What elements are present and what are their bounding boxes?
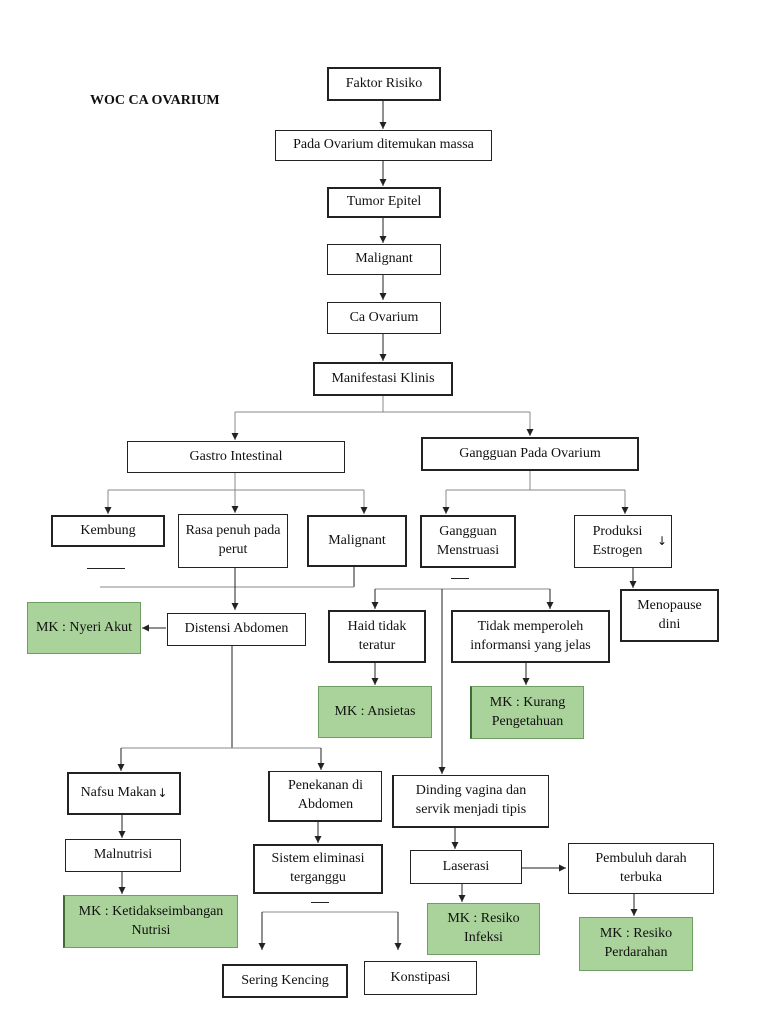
- separator-line: [451, 578, 469, 579]
- node-gastro-intestinal: Gastro Intestinal: [127, 441, 345, 473]
- node-nafsu-makan: Nafsu Makan↓: [67, 772, 181, 815]
- node-manifestasi-klinis: Manifestasi Klinis: [313, 362, 453, 396]
- node-pembuluh-darah: Pembuluh darah terbuka: [568, 843, 714, 894]
- mk-kurang-pengetahuan: MK : Kurang Pengetahuan: [470, 686, 584, 739]
- node-penekanan-abdomen: Penekanan di Abdomen: [268, 771, 382, 822]
- node-konstipasi: Konstipasi: [364, 961, 477, 995]
- decrease-arrow-icon: ↓: [656, 534, 667, 549]
- node-malnutrisi: Malnutrisi: [65, 839, 181, 872]
- node-ca-ovarium: Ca Ovarium: [327, 302, 441, 334]
- node-tumor-epitel: Tumor Epitel: [327, 187, 441, 218]
- node-tidak-memperoleh-informasi: Tidak memperoleh informansi yang jelas: [451, 610, 610, 663]
- node-dinding-vagina: Dinding vagina dan servik menjadi tipis: [392, 775, 549, 828]
- node-gangguan-pada-ovarium: Gangguan Pada Ovarium: [421, 437, 639, 471]
- mk-ansietas: MK : Ansietas: [318, 686, 432, 738]
- node-nafsu-makan-label: Nafsu Makan: [80, 785, 157, 801]
- node-rasa-penuh: Rasa penuh pada perut: [178, 514, 288, 568]
- separator-line: [87, 568, 125, 569]
- node-menopause-dini: Menopause dini: [620, 589, 719, 642]
- node-sering-kencing: Sering Kencing: [222, 964, 348, 998]
- mk-resiko-infeksi: MK : Resiko Infeksi: [427, 903, 540, 955]
- node-distensi-abdomen: Distensi Abdomen: [167, 613, 306, 646]
- diagram-title: WOC CA OVARIUM: [90, 93, 220, 108]
- separator-line: [311, 902, 329, 903]
- mk-resiko-perdarahan: MK : Resiko Perdarahan: [579, 917, 693, 971]
- node-produksi-estrogen-label: Produksi Estrogen: [592, 523, 643, 558]
- node-produksi-estrogen: Produksi Estrogen ↓: [574, 515, 672, 568]
- mk-ketidakseimbangan-nutrisi: MK : Ketidakseimbangan Nutrisi: [63, 895, 238, 948]
- node-gangguan-menstruasi: Gangguan Menstruasi: [420, 515, 516, 568]
- node-faktor-risiko: Faktor Risiko: [327, 67, 441, 101]
- node-laserasi: Laserasi: [410, 850, 522, 884]
- mk-nyeri-akut: MK : Nyeri Akut: [27, 602, 141, 654]
- node-haid-tidak-teratur: Haid tidak teratur: [328, 610, 426, 663]
- node-pada-ovarium: Pada Ovarium ditemukan massa: [275, 130, 492, 161]
- node-malignant-top: Malignant: [327, 244, 441, 275]
- decrease-arrow-icon: ↓: [157, 786, 168, 801]
- node-kembung: Kembung: [51, 515, 165, 547]
- node-malignant-gi: Malignant: [307, 515, 407, 567]
- node-sistem-eliminasi: Sistem eliminasi terganggu: [253, 844, 383, 894]
